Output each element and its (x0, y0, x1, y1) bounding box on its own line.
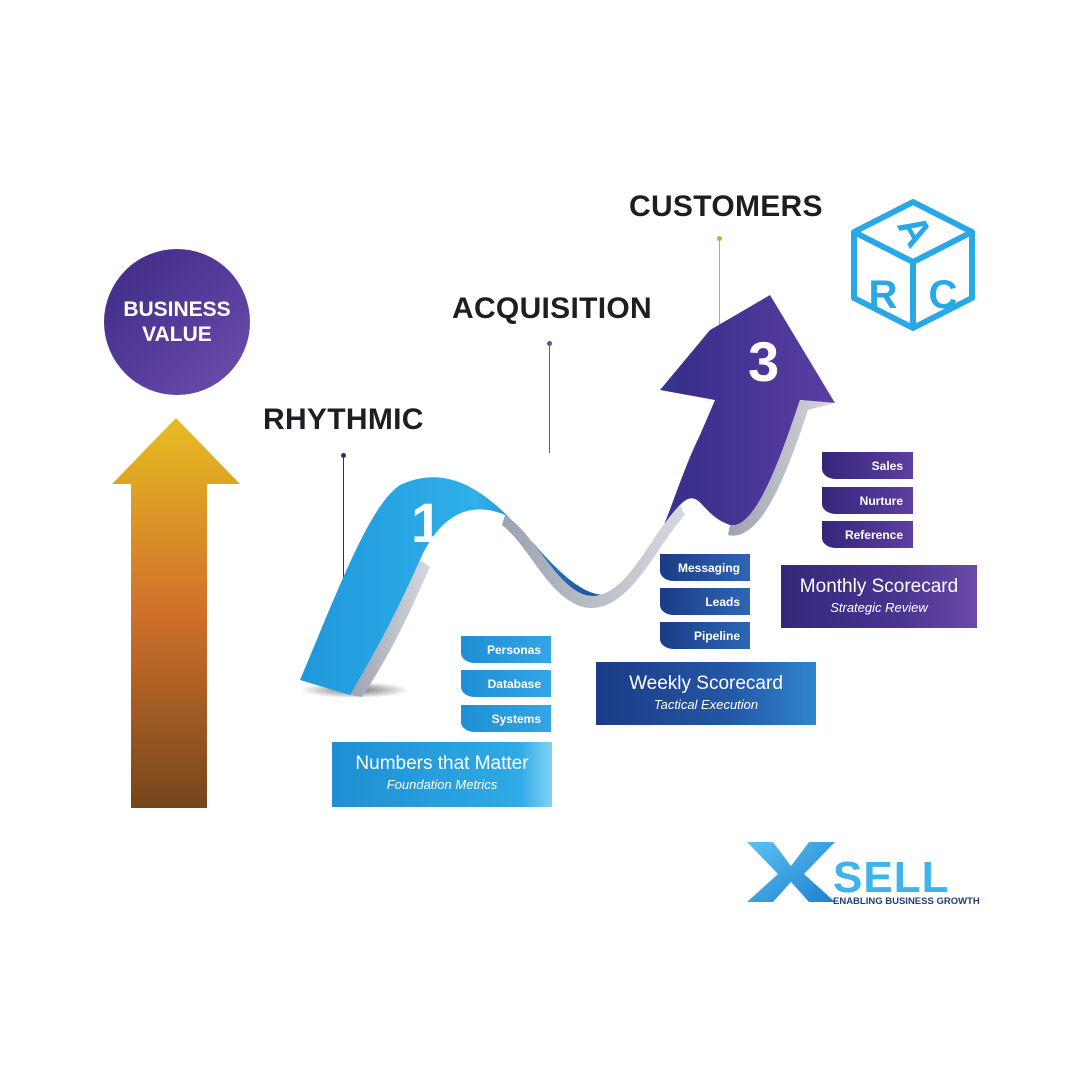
card-numbers-that-matter: Numbers that Matter Foundation Metrics (332, 742, 552, 807)
tab-sales: Sales (822, 452, 913, 479)
tab-leads: Leads (660, 588, 750, 615)
xsell-tagline: ENABLING BUSINESS GROWTH (833, 896, 980, 907)
step-number-1: 1 (411, 491, 443, 554)
tab-personas: Personas (461, 636, 551, 663)
stage-title-customers: CUSTOMERS (629, 190, 823, 223)
stage-title-acquisition: ACQUISITION (452, 292, 652, 325)
tab-database: Database (461, 670, 551, 697)
stage-title-rhythmic: RHYTHMIC (263, 403, 424, 436)
card-subtitle: Tactical Execution (653, 697, 759, 712)
card-title: Weekly Scorecard (629, 673, 783, 694)
arc-letter-c: C (929, 273, 958, 317)
xsell-logo: SELL ENABLING BUSINESS GROWTH (747, 842, 980, 907)
xsell-wordmark: SELL (833, 853, 949, 902)
tab-messaging: Messaging (660, 554, 750, 581)
card-title: Monthly Scorecard (799, 576, 959, 597)
step-number-2: 2 (592, 432, 624, 495)
card-title: Numbers that Matter (355, 753, 529, 774)
card-monthly-scorecard: Monthly Scorecard Strategic Review (781, 565, 977, 628)
arc-cube-logo: A R C (851, 199, 975, 331)
growth-arrow (112, 418, 240, 808)
tab-pipeline: Pipeline (660, 622, 750, 649)
tab-systems: Systems (461, 705, 551, 732)
card-subtitle: Strategic Review (830, 600, 928, 615)
business-value-line1: BUSINESS (123, 298, 231, 321)
business-value-line2: VALUE (142, 323, 212, 346)
leader-line-acquisition (547, 341, 552, 453)
step-number-3: 3 (748, 330, 780, 393)
arc-letter-r: R (869, 273, 898, 317)
business-value-circle: BUSINESS VALUE (104, 249, 250, 395)
card-subtitle: Foundation Metrics (386, 777, 498, 792)
tab-reference: Reference (822, 521, 913, 548)
growth-ribbon (300, 295, 835, 698)
leader-line-rhythmic (341, 453, 346, 615)
tab-nurture: Nurture (822, 487, 913, 514)
leader-line-customers (717, 236, 722, 398)
card-weekly-scorecard: Weekly Scorecard Tactical Execution (596, 662, 816, 725)
